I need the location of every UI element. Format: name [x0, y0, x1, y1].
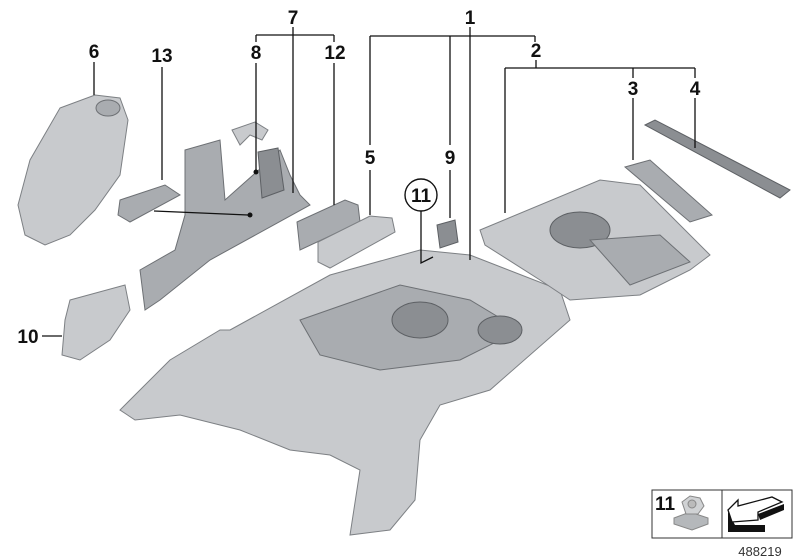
label-11[interactable]: 11: [411, 186, 432, 207]
label-10[interactable]: 10: [17, 327, 38, 348]
label-2[interactable]: 2: [531, 41, 542, 62]
direction-arrow-icon: [727, 496, 784, 532]
part-12-panel[interactable]: [296, 199, 361, 251]
label-9[interactable]: 9: [445, 148, 456, 169]
part-9-bracket[interactable]: [436, 219, 459, 249]
label-3[interactable]: 3: [628, 79, 639, 100]
part-1-rear-floor[interactable]: [119, 249, 571, 536]
label-7[interactable]: 7: [288, 8, 299, 29]
hex-nut-icon: [673, 495, 709, 531]
part-4-crossmember[interactable]: [643, 119, 791, 199]
part-8-bracket[interactable]: [231, 121, 269, 146]
part-10-heat-shield[interactable]: [61, 284, 131, 361]
legend-box: 11: [651, 489, 793, 539]
label-5[interactable]: 5: [365, 148, 376, 169]
part-5-rail[interactable]: [317, 215, 396, 269]
label-6[interactable]: 6: [89, 42, 100, 63]
legend-part-number: 11: [655, 494, 676, 515]
label-8[interactable]: 8: [251, 43, 262, 64]
part-6-wheel-arch[interactable]: [17, 94, 129, 246]
leader-lines: [42, 27, 696, 337]
diagram-code: 488219: [738, 544, 781, 559]
part-13-bracket[interactable]: [117, 184, 181, 223]
part-7-side-member[interactable]: [139, 139, 311, 311]
label-4[interactable]: 4: [690, 79, 701, 100]
part-3-panel[interactable]: [623, 159, 713, 223]
label-12[interactable]: 12: [324, 43, 345, 64]
part-2-rear-floor-pan[interactable]: [479, 179, 711, 301]
label-13[interactable]: 13: [151, 46, 172, 67]
label-1[interactable]: 1: [465, 8, 476, 29]
